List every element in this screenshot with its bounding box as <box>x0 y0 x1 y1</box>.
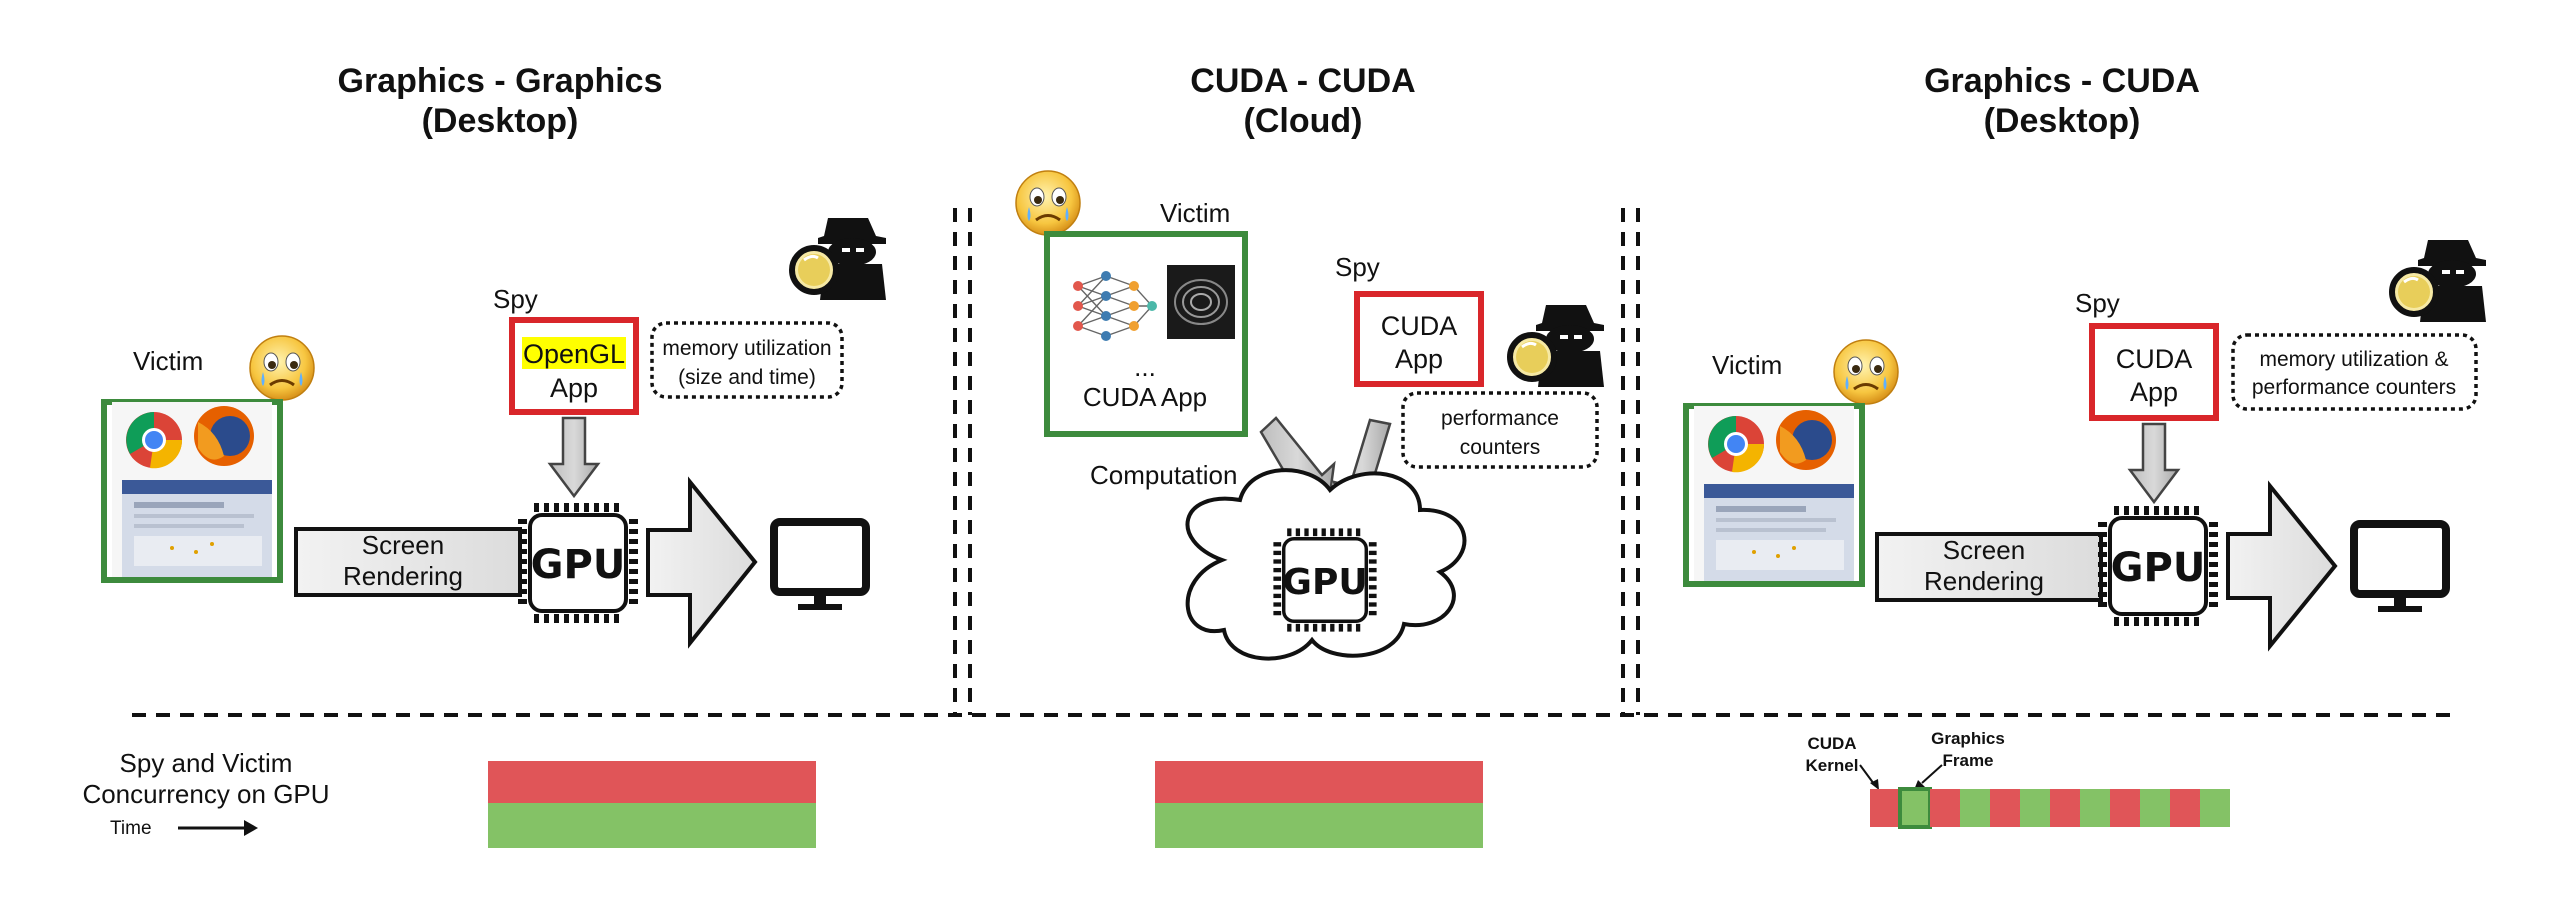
spy-with-magnifier-icon <box>1510 305 1604 387</box>
victim-app-label: CUDA App <box>1083 382 1207 412</box>
section-title-line1: Graphics - CUDA <box>1924 62 2200 100</box>
frame-pointer <box>1921 764 1943 784</box>
leak-info-box <box>650 321 844 399</box>
spy-to-gpu-arrow <box>547 416 601 499</box>
browser-screenshot-icon <box>112 402 272 577</box>
kernel-pointer <box>1859 764 1875 785</box>
spy-to-gpu-arrow <box>2127 422 2181 505</box>
leak-info-box <box>1401 391 1599 469</box>
computation-label: Computation <box>1090 460 1237 490</box>
spy-app-highlight-text: OpenGL <box>523 339 625 369</box>
leak-line2: performance counters <box>2252 376 2456 399</box>
spy-app-line2: App <box>550 373 598 403</box>
screen-rendering-arrow <box>294 527 522 597</box>
spy-bar-graphics-graphics <box>488 761 816 803</box>
victim-bar-cuda-cuda <box>1155 803 1483 848</box>
section-graphics-cuda: Graphics - CUDA (Desktop) Victim Spy CUD… <box>1683 62 2486 652</box>
concurrency-line2: Concurrency on GPU <box>82 779 329 809</box>
monitor-icon <box>774 522 866 610</box>
spy-with-magnifier-icon <box>2392 240 2486 322</box>
arrow-line1: Screen <box>1943 535 2025 565</box>
spy-label: Spy <box>1335 252 1380 282</box>
spy-app-box <box>2089 323 2219 421</box>
spy-label: Spy <box>493 284 538 314</box>
frame-line2: Frame <box>1942 751 1993 770</box>
spy-app-line2: App <box>1395 344 1443 374</box>
crying-face-icon <box>1014 169 1082 237</box>
section-title-line1: CUDA - CUDA <box>1190 62 1415 100</box>
section-separators <box>132 208 2450 717</box>
victim-app-dots: ... <box>1134 352 1156 382</box>
concurrency-line1: Spy and Victim <box>120 748 293 778</box>
gpu-label: GPU <box>2111 545 2206 591</box>
monitor-icon <box>2354 524 2446 612</box>
display-output-arrow <box>646 476 758 649</box>
leak-line2: (size and time) <box>678 366 816 389</box>
arrow-line1: Screen <box>362 530 444 560</box>
section-title-line2: (Desktop) <box>422 102 579 140</box>
display-output-arrow <box>2226 480 2338 652</box>
screen-rendering-arrow <box>1875 532 2103 602</box>
spy-app-line1: CUDA <box>2116 344 2193 374</box>
browser-screenshot-icon <box>1694 406 1854 581</box>
leak-line1: memory utilization & <box>2259 348 2448 371</box>
section-graphics-graphics: Graphics - Graphics (Desktop) Victim Spy… <box>101 62 886 649</box>
spy-app-box <box>1354 291 1484 387</box>
gpu-label: GPU <box>531 542 626 588</box>
time-arrow-icon <box>178 820 258 836</box>
victim-label: Victim <box>1712 350 1782 380</box>
opengl-highlight <box>522 337 626 369</box>
section-cuda-cuda: CUDA - CUDA (Cloud) Victim ... CUDA App <box>1014 62 1604 661</box>
spy-label: Spy <box>2075 288 2120 318</box>
gpu-label: GPU <box>1282 562 1367 603</box>
interleaved-timeline <box>1870 787 2230 829</box>
spy-app-line2: App <box>2130 377 2178 407</box>
image-thumbnail-icon <box>1167 265 1235 339</box>
crying-face-icon <box>1832 338 1900 406</box>
victim-label: Victim <box>1160 198 1230 228</box>
victim-box <box>1044 231 1248 437</box>
kernel-line1: CUDA <box>1807 734 1856 753</box>
leak-line1: performance <box>1441 407 1559 430</box>
time-label: Time <box>110 818 152 839</box>
kernel-line2: Kernel <box>1806 756 1859 775</box>
spy-bar-cuda-cuda <box>1155 761 1483 803</box>
section-title-line1: Graphics - Graphics <box>338 62 663 100</box>
leak-line2: counters <box>1460 436 1541 459</box>
neural-network-icon <box>1073 271 1157 341</box>
section-title-line2: (Desktop) <box>1984 102 2141 140</box>
section-title-line2: (Cloud) <box>1244 102 1363 140</box>
leak-line1: memory utilization <box>662 337 831 360</box>
arrow-line2: Rendering <box>1924 566 2044 596</box>
spy-with-magnifier-icon <box>792 218 886 300</box>
victim-bar-graphics-graphics <box>488 803 816 848</box>
frame-line1: Graphics <box>1931 729 2005 748</box>
arrow-line2: Rendering <box>343 561 463 591</box>
victim-label: Victim <box>133 346 203 376</box>
spy-app-line1: CUDA <box>1381 311 1458 341</box>
leak-info-box <box>2231 333 2478 411</box>
crying-face-icon <box>248 334 316 402</box>
concurrency-row: Spy and Victim Concurrency on GPU Time C… <box>82 729 2230 848</box>
